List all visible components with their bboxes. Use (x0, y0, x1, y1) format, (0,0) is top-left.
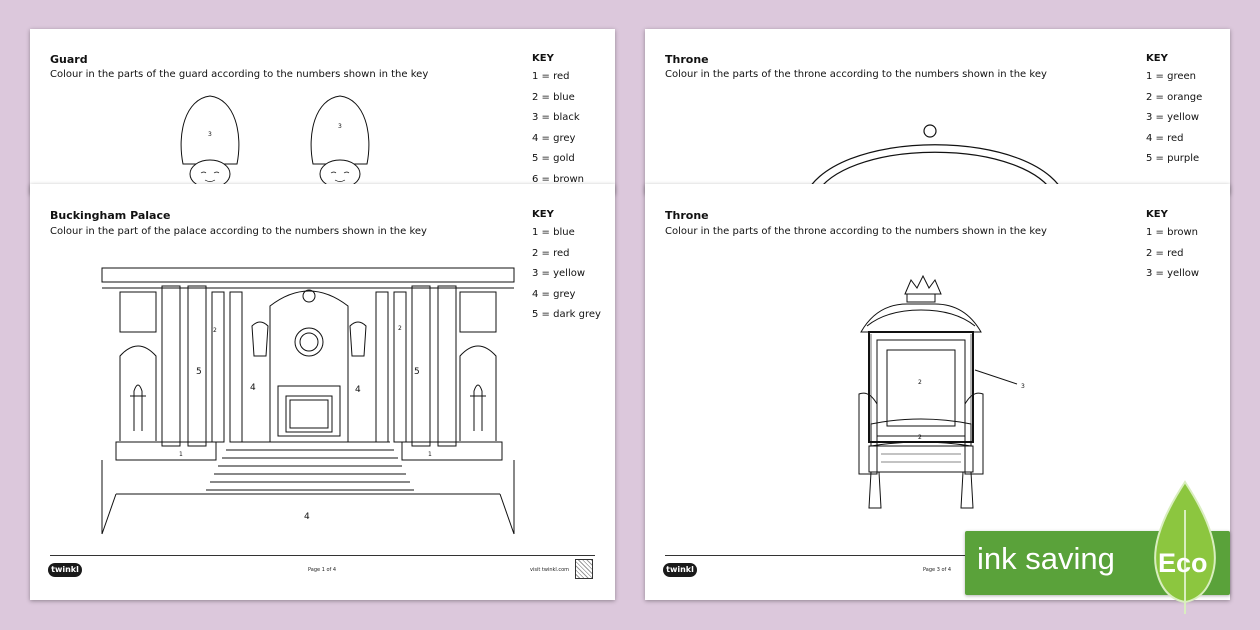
palace-label: 5 (196, 367, 202, 377)
key-item: 2 = red (532, 247, 570, 259)
guard-drawing: 3 3 (180, 95, 370, 189)
palace-label: 4 (304, 512, 310, 522)
palace-key-title: KEY (532, 209, 554, 220)
visit-link: visit twinkl.com (530, 567, 570, 573)
palace-label: 4 (250, 383, 256, 393)
throne-label: 2 (918, 379, 922, 386)
key-item: 4 = red (1146, 132, 1184, 144)
palace-label: 2 (398, 325, 402, 332)
qr-code-icon (575, 559, 593, 579)
key-item: 2 = blue (532, 91, 575, 103)
throne-back-key: KEY 1 = green 2 = orange 3 = yellow 4 = … (1146, 53, 1202, 174)
key-item: 4 = grey (532, 288, 576, 300)
palace-drawing: 5 2 4 4 2 5 1 1 4 (101, 267, 515, 535)
guard-instructions: Colour in the parts of the guard accordi… (50, 69, 429, 80)
guard-key-title: KEY (532, 53, 554, 64)
throne-footer-line (665, 555, 1210, 556)
key-item: 3 = yellow (1146, 112, 1200, 123)
throne-label: 2 (918, 434, 922, 441)
palace-key: KEY 1 = blue 2 = red 3 = yellow 4 = grey… (532, 209, 601, 330)
eco-leaf-icon (1154, 480, 1216, 614)
guard-label: 3 (338, 123, 342, 130)
page-number: Page 3 of 4 (923, 567, 952, 573)
palace-label: 4 (355, 385, 361, 395)
guard-worksheet: Guard Colour in the parts of the guard a… (30, 29, 615, 194)
throne-worksheet-back: Throne Colour in the parts of the throne… (645, 29, 1230, 194)
key-item: 5 = gold (532, 153, 575, 164)
palace-footer-line (50, 555, 595, 556)
key-item: 1 = blue (532, 227, 575, 238)
twinkl-logo: twinkl (48, 563, 82, 577)
guard-title: Guard (50, 53, 88, 66)
key-item: 1 = brown (1146, 227, 1198, 238)
throne-back-key-title: KEY (1146, 53, 1168, 64)
palace-label: 1 (179, 451, 183, 458)
key-item: 5 = dark grey (532, 309, 601, 320)
guard-key: KEY 1 = red 2 = blue 3 = black 4 = grey … (532, 53, 584, 194)
throne-back-drawing (805, 124, 1065, 194)
eco-label: Eco (1158, 548, 1208, 578)
palace-instructions: Colour in the part of the palace accordi… (50, 226, 427, 237)
key-item: 3 = black (532, 112, 580, 123)
throne-instructions: Colour in the parts of the throne accord… (665, 226, 1047, 237)
key-item: 2 = orange (1146, 91, 1203, 103)
throne-drawing: 2 3 2 (858, 274, 1025, 509)
key-item: 4 = grey (532, 132, 576, 144)
throne-worksheet: Throne Colour in the parts of the throne… (645, 184, 1230, 600)
key-item: 6 = brown (532, 173, 584, 185)
palace-title: Buckingham Palace (50, 209, 171, 222)
ink-saving-text: ink saving (977, 541, 1115, 576)
throne-key: KEY 1 = brown 2 = red 3 = yellow (1146, 209, 1199, 289)
twinkl-logo: twinkl (663, 563, 697, 577)
throne-back-instructions: Colour in the parts of the throne accord… (665, 69, 1047, 80)
throne-label: 3 (1021, 383, 1025, 390)
throne-back-title: Throne (665, 53, 709, 66)
throne-title: Throne (665, 209, 709, 222)
key-item: 3 = yellow (1146, 268, 1200, 279)
palace-label: 1 (428, 451, 432, 458)
key-item: 2 = red (1146, 247, 1184, 259)
throne-key-title: KEY (1146, 209, 1168, 220)
key-item: 1 = red (532, 71, 570, 82)
guard-label: 3 (208, 131, 212, 138)
key-item: 5 = purple (1146, 153, 1200, 164)
palace-label: 2 (213, 327, 217, 334)
palace-label: 5 (414, 367, 420, 377)
key-item: 3 = yellow (532, 268, 586, 279)
page-number: Page 1 of 4 (308, 567, 337, 573)
key-item: 1 = green (1146, 71, 1196, 82)
palace-worksheet: Buckingham Palace Colour in the part of … (30, 184, 615, 600)
